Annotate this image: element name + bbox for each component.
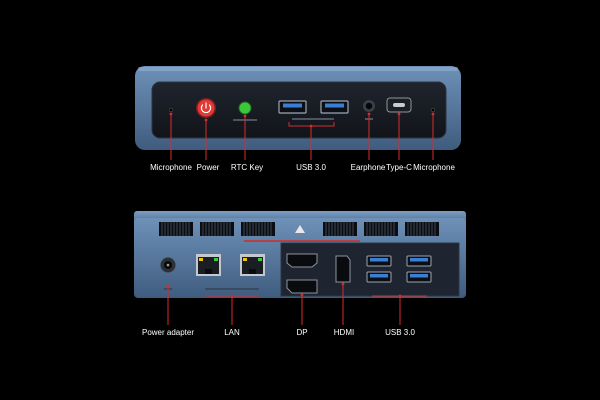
lan-port-2 — [240, 254, 265, 276]
front-chassis-highlight — [138, 67, 458, 71]
front-usb-port-2 — [320, 100, 349, 114]
label-type-c: Type-C — [386, 163, 412, 172]
label-usb3-back: USB 3.0 — [385, 328, 415, 337]
back-usb-port-1 — [366, 255, 392, 267]
dp-port — [286, 279, 318, 294]
label-dp: DP — [296, 328, 308, 337]
vent-grills — [159, 222, 439, 236]
microphone-right-hole — [430, 107, 436, 113]
warning-icon — [295, 225, 305, 233]
hdmi-port-vertical — [335, 255, 351, 283]
microphone-left-hole — [168, 107, 174, 113]
label-power: Power — [196, 163, 220, 172]
label-usb3-front: USB 3.0 — [296, 163, 326, 172]
power-adapter-jack — [160, 257, 176, 273]
front-unit — [135, 66, 461, 160]
front-usb-port-1 — [278, 100, 307, 114]
label-earphone: Earphone — [350, 163, 386, 172]
back-usb-port-2 — [406, 255, 432, 267]
lan-port-1 — [196, 254, 221, 276]
power-button — [196, 98, 216, 118]
lan-marking — [205, 288, 259, 290]
warning-marking — [244, 240, 360, 242]
hdmi-port-top — [286, 253, 318, 268]
back-usb-port-4 — [406, 271, 432, 283]
front-callout-dots — [169, 112, 435, 128]
type-c-port — [386, 97, 412, 113]
rtc-key-button — [238, 101, 252, 115]
back-unit — [134, 211, 466, 325]
label-lan: LAN — [224, 328, 240, 337]
back-callout-dots — [166, 282, 402, 298]
label-power-adapter: Power adapter — [141, 328, 195, 337]
label-microphone-right: Microphone — [413, 163, 455, 172]
label-microphone-left: Microphone — [150, 163, 192, 172]
power-icon — [200, 102, 212, 114]
earphone-jack — [363, 100, 375, 112]
label-rtc-key: RTC Key — [230, 163, 264, 172]
back-usb-port-3 — [366, 271, 392, 283]
usb-marking — [292, 118, 334, 120]
label-hdmi: HDMI — [333, 328, 355, 337]
